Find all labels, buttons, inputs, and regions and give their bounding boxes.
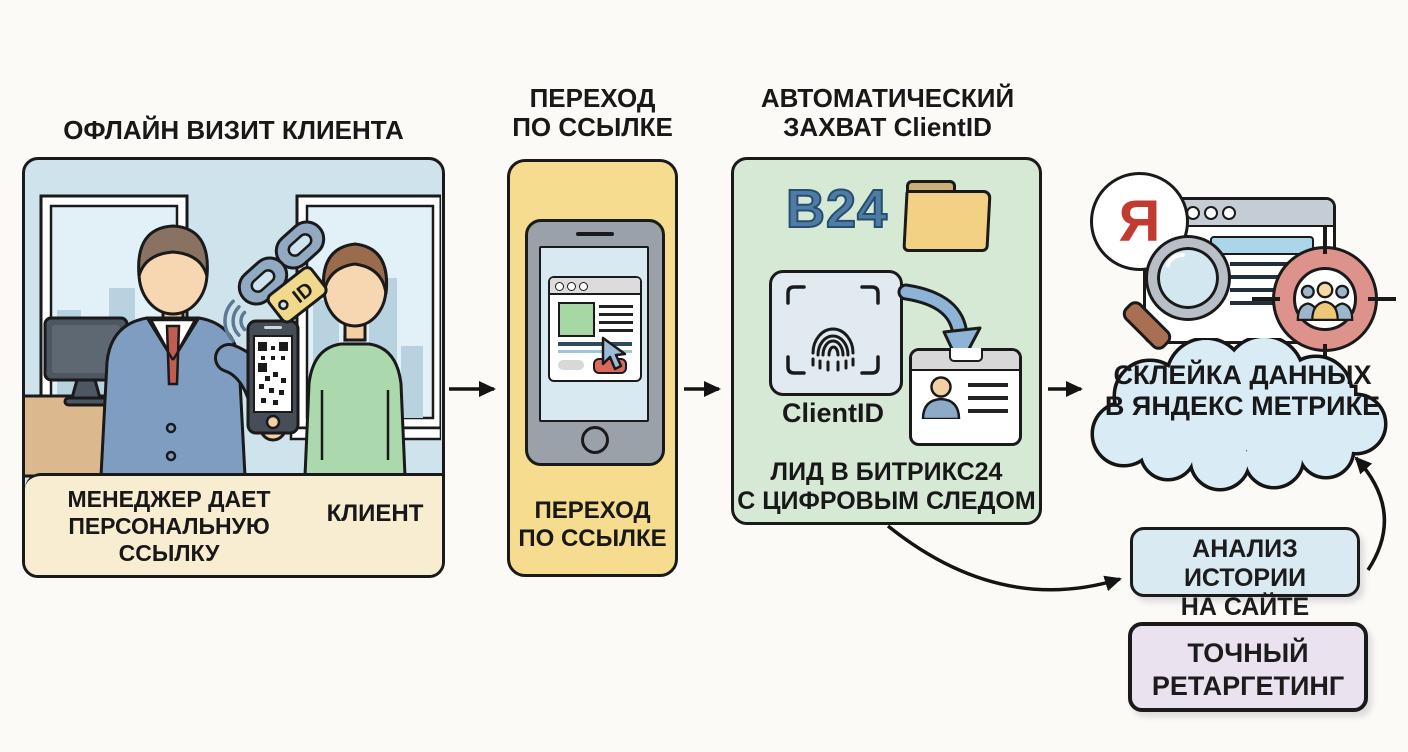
window-dot-icon: [579, 282, 588, 291]
folder-front: [902, 190, 992, 252]
client-hair: [321, 242, 389, 295]
manager-caption-line1: МЕНЕДЖЕР ДАЕТ: [67, 486, 271, 512]
report-line: [1230, 275, 1286, 279]
page-image-placeholder: [558, 302, 595, 337]
folder-icon: [902, 180, 992, 252]
text-line: [599, 321, 633, 324]
panel-link-click: ПЕРЕХОД ПО ССЫЛКЕ: [507, 159, 678, 577]
step3-title-line1: АВТОМАТИЧЕСКИЙ: [760, 83, 1015, 113]
panel2-caption-line1: ПЕРЕХОД: [534, 497, 651, 524]
manager-figure: [99, 224, 288, 478]
manager-hair: [137, 224, 209, 277]
panel3-caption-line1: ЛИД В БИТРИКС24: [770, 458, 1003, 486]
retargeting-line2: РЕТАРГЕТИНГ: [1151, 671, 1345, 701]
analysis-line2: НА САЙТЕ: [1180, 593, 1310, 621]
manager-caption: МЕНЕДЖЕР ДАЕТ ПЕРСОНАЛЬНУЮ ССЫЛКУ: [39, 486, 299, 567]
panel-clientid-capture: B24: [731, 157, 1042, 525]
wifi-waves-icon: [223, 299, 247, 343]
panel2-caption: ПЕРЕХОД ПО ССЫЛКЕ: [510, 497, 675, 553]
secondary-button: [558, 360, 584, 370]
panel3-caption-line2: С ЦИФРОВЫМ СЛЕДОМ: [737, 487, 1036, 515]
crosshair-tick: [1252, 297, 1280, 301]
phone-screen: [539, 246, 649, 422]
card-text-line: [968, 396, 1008, 400]
fingerprint-graphic: [786, 285, 880, 375]
history-curve-arrow: [886, 524, 1122, 592]
text-line: [599, 313, 633, 316]
panel2-caption-line2: ПО ССЫЛКЕ: [518, 525, 667, 552]
yandex-logo: Я: [1090, 172, 1189, 271]
qr-code: [258, 342, 288, 405]
retargeting-box: ТОЧНЫЙ РЕТАРГЕТИНГ: [1128, 622, 1368, 712]
audience-group-icon: [1296, 281, 1354, 321]
manager-caption-line2: ПЕРСОНАЛЬНУЮ: [68, 513, 270, 539]
divider-line: [558, 342, 632, 346]
card-text-line: [968, 409, 1008, 413]
qr-phone-icon: [246, 319, 300, 435]
contact-card-icon: [909, 348, 1022, 446]
browser-window-mobile: [548, 276, 642, 382]
step1-title: ОФЛАЙН ВИЗИТ КЛИЕНТА: [63, 115, 404, 145]
text-line: [599, 329, 633, 332]
step2-title: ПЕРЕХОД ПО ССЫЛКЕ: [495, 84, 690, 142]
panel1-caption-strip: [25, 473, 442, 575]
divider-line: [558, 350, 632, 353]
client-sweater: [303, 342, 407, 478]
office-scene-illustration: ID: [25, 194, 441, 478]
browser-titlebar: [550, 278, 640, 295]
text-line: [599, 305, 633, 308]
phone-home-button: [581, 426, 609, 454]
report-line: [1230, 288, 1296, 292]
window-dot-icon: [567, 282, 576, 291]
card-text-line: [968, 383, 1008, 387]
report-line: [1230, 262, 1296, 266]
contact-avatar: [921, 376, 961, 419]
id-tag-icon: ID: [266, 266, 328, 324]
cloud-caption-line1: СКЛЕЙКА ДАННЫХ: [1113, 360, 1372, 390]
analysis-box: АНАЛИЗ ИСТОРИИ НА САЙТЕ: [1130, 527, 1360, 621]
crosshair-tick: [1368, 297, 1396, 301]
b24-logo: B24: [785, 178, 889, 240]
manager-caption-line3: ССЫЛКУ: [118, 540, 220, 566]
cloud-caption: СКЛЕЙКА ДАННЫХ В ЯНДЕКС МЕТРИКЕ: [1100, 360, 1385, 422]
cursor-icon: [601, 336, 627, 371]
panel-offline-visit: ID МЕНЕДЖЕР ДАЕТ ПЕРСОНАЛЬНУЮ ССЫЛКУ КЛИ…: [22, 157, 445, 578]
yandex-letter: Я: [1118, 188, 1161, 254]
retargeting-line1: ТОЧНЫЙ: [1187, 638, 1309, 668]
analysis-line1: АНАЛИЗ ИСТОРИИ: [1183, 535, 1307, 592]
step3-title: АВТОМАТИЧЕСКИЙ ЗАХВАТ ClientID: [715, 84, 1060, 142]
cloud-caption-line2: В ЯНДЕКС МЕТРИКЕ: [1104, 391, 1381, 421]
panel3-caption: ЛИД В БИТРИКС24 С ЦИФРОВЫМ СЛЕДОМ: [734, 458, 1039, 516]
smartphone-icon: [525, 219, 665, 466]
report-line: [1230, 301, 1280, 305]
magnifier-icon: [1148, 238, 1228, 318]
manager-tie: [165, 324, 181, 386]
step2-title-line2: ПО ССЫЛКЕ: [512, 112, 673, 142]
fingerprint-icon: [769, 270, 903, 396]
card-notch: [948, 348, 983, 362]
crosshair-tick: [1323, 226, 1327, 254]
client-caption: КЛИЕНТ: [326, 500, 424, 527]
clientid-label: ClientID: [781, 398, 884, 428]
step3-title-line2: ЗАХВАТ ClientID: [783, 112, 992, 142]
window-dot-icon: [1204, 206, 1218, 220]
phone-speaker: [576, 232, 614, 236]
step2-title-line1: ПЕРЕХОД: [529, 83, 656, 113]
window-dot-icon: [1222, 206, 1236, 220]
window-dot-icon: [555, 282, 564, 291]
